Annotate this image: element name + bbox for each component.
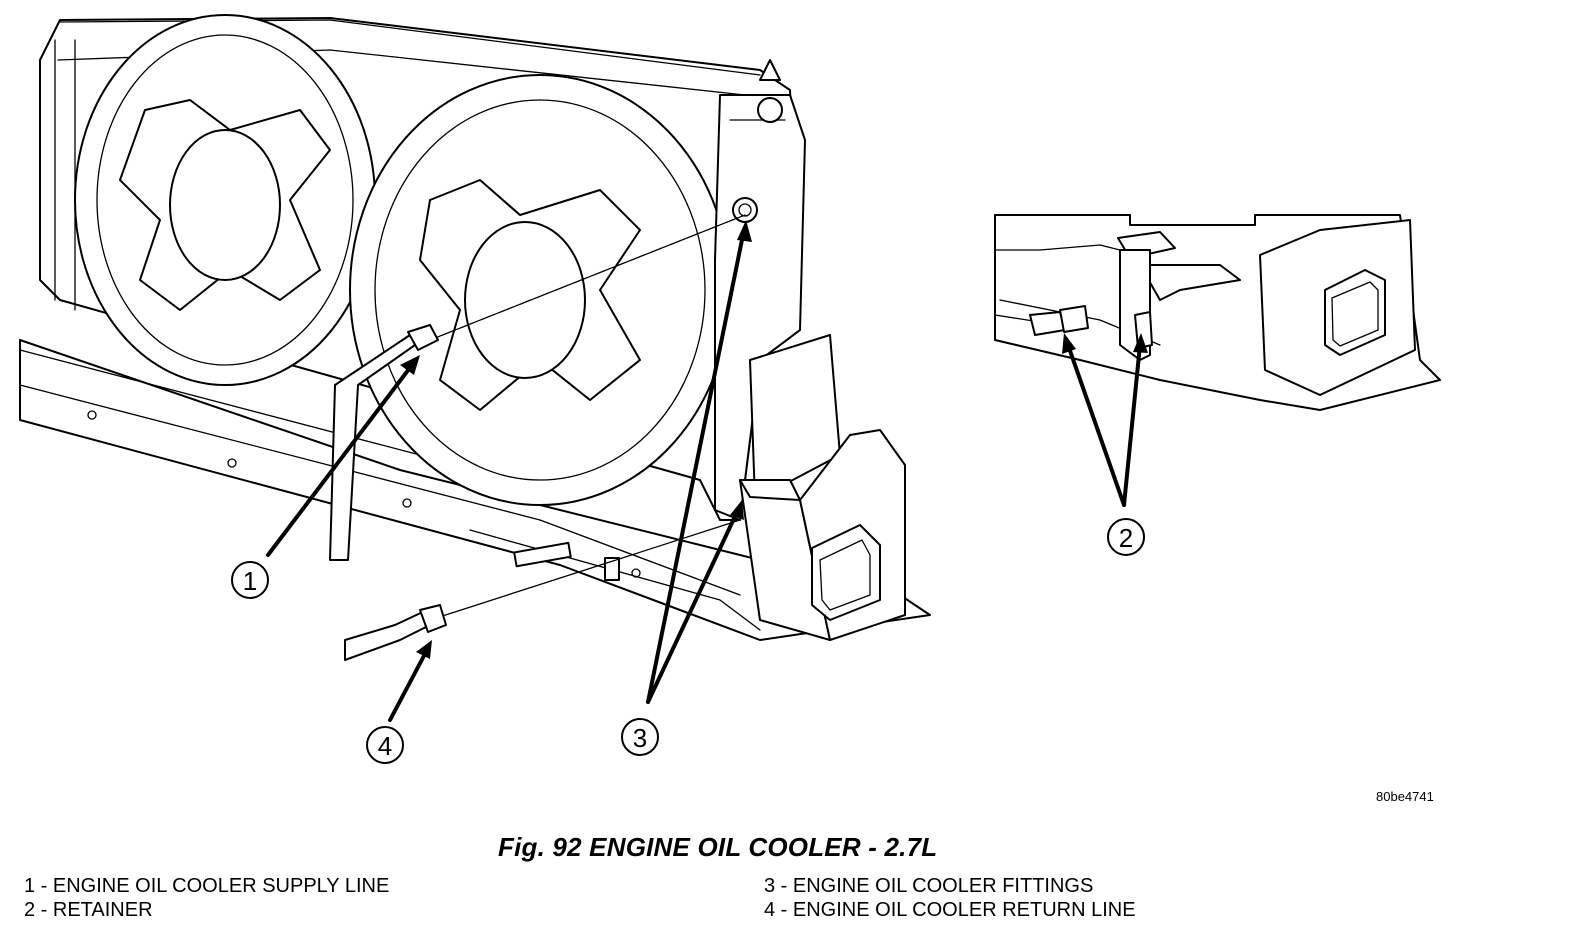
callout-3: 3	[621, 718, 659, 756]
legend-column-left: 1 - ENGINE OIL COOLER SUPPLY LINE 2 - RE…	[24, 874, 389, 922]
callout-1-label: 1	[243, 566, 257, 596]
legend-item-3: 3 - ENGINE OIL COOLER FITTINGS	[764, 875, 1094, 897]
callout-4-label: 4	[378, 731, 392, 761]
callout-3-label: 3	[633, 723, 647, 753]
image-reference-code: 80be4741	[1376, 789, 1434, 804]
legend-item-1: 1 - ENGINE OIL COOLER SUPPLY LINE	[24, 875, 390, 897]
figure-title: Fig. 92 ENGINE OIL COOLER - 2.7L	[498, 832, 938, 862]
inset-view-drawing	[994, 214, 1441, 411]
callout-2-label: 2	[1119, 523, 1133, 553]
legend-item-2: 2 - RETAINER	[24, 899, 153, 921]
callout-1: 1	[231, 561, 269, 599]
callout-2: 2	[1107, 518, 1145, 556]
callout-arrows	[266, 220, 1148, 722]
legend-column-right: 3 - ENGINE OIL COOLER FITTINGS 4 - ENGIN…	[764, 874, 1136, 922]
legend-item-4: 4 - ENGINE OIL COOLER RETURN LINE	[764, 899, 1136, 921]
main-view-drawing	[19, 14, 931, 661]
callout-4: 4	[366, 726, 404, 764]
